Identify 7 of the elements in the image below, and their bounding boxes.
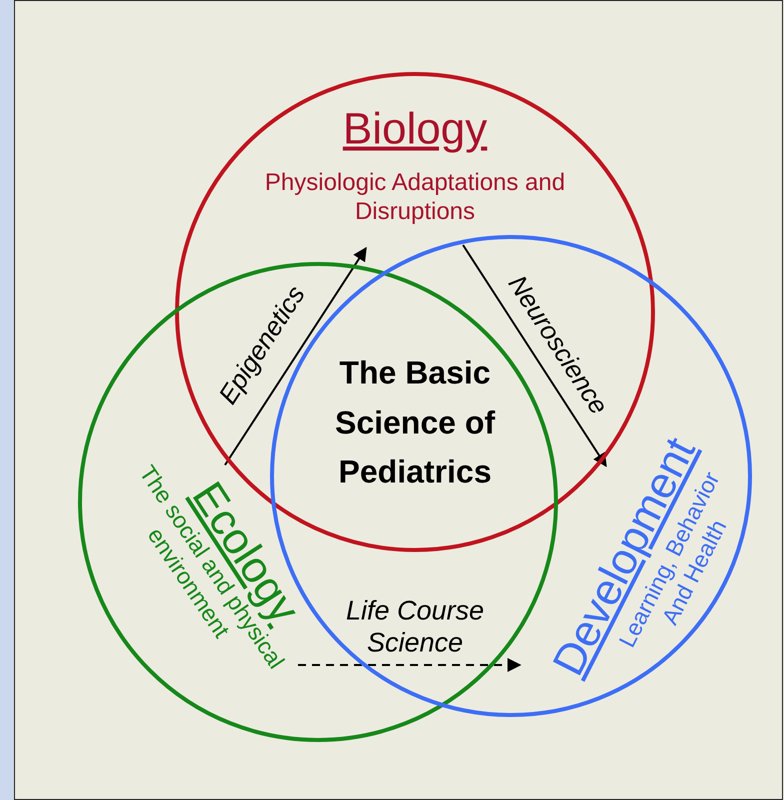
arrow xyxy=(224,246,367,466)
center-title: The Basic Science of Pediatrics xyxy=(334,354,496,492)
circle-subtitle: Physiologic Adaptations and Disruptions xyxy=(264,169,566,227)
arrow xyxy=(462,244,607,468)
circle-title: Biology xyxy=(342,104,488,156)
edge-label: Life Course Science xyxy=(344,594,486,660)
dashed-arrow xyxy=(298,658,522,672)
